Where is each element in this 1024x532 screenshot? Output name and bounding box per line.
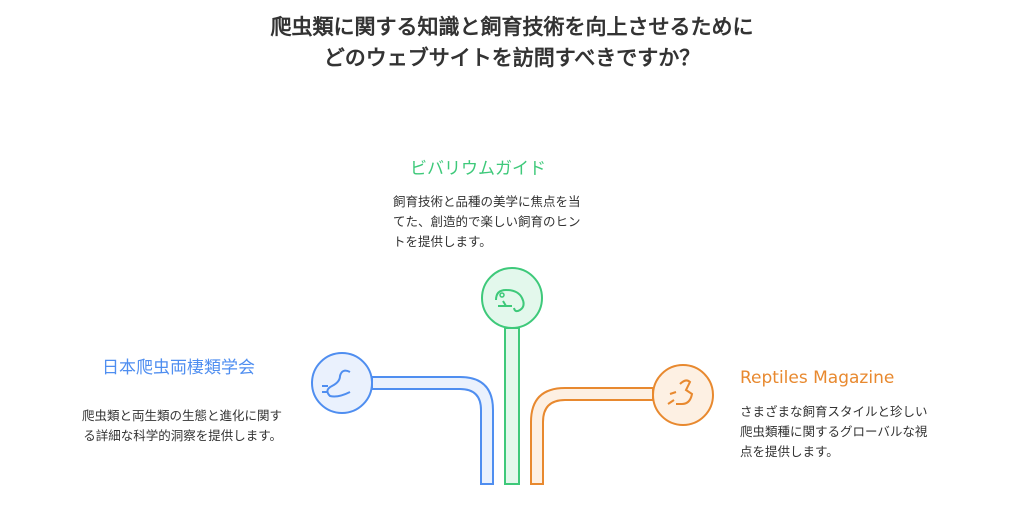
desc-line: 爬虫類と両生類の生態と進化に関す <box>81 408 282 423</box>
desc-line: てた、創造的で楽しい飼育のヒン <box>393 214 581 229</box>
option-desc-reptiles-magazine: さまざまな飼育スタイルと珍しい 爬虫類種に関するグローバルな視 点を提供します。 <box>740 402 928 462</box>
title-line: 爬虫類に関する知識と飼育技術を向上させるために <box>270 15 754 39</box>
option-desc-herpetological-society: 爬虫類と両生類の生態と進化に関す る詳細な科学的洞察を提供します。 <box>42 406 282 446</box>
desc-line: 飼育技術と品種の美学に焦点を当 <box>393 194 581 209</box>
snake-icon <box>311 352 373 414</box>
page-title: 爬虫類に関する知識と飼育技術を向上させるために どのウェブサイトを訪問すべきです… <box>0 12 1024 74</box>
option-title-vivarium-guide: ビバリウムガイド <box>410 159 546 179</box>
option-desc-vivarium-guide: 飼育技術と品種の美学に焦点を当 てた、創造的で楽しい飼育のヒン トを提供します。 <box>393 192 581 252</box>
blue-connector <box>371 376 494 485</box>
option-title-reptiles-magazine: Reptiles Magazine <box>740 368 895 388</box>
desc-line: 爬虫類種に関するグローバルな視 <box>740 424 928 439</box>
desc-line: 点を提供します。 <box>740 444 839 459</box>
option-title-herpetological-society: 日本爬虫両棲類学会 <box>102 358 255 378</box>
desc-line: さまざまな飼育スタイルと珍しい <box>740 404 928 419</box>
desc-line: トを提供します。 <box>393 234 492 249</box>
chameleon-icon <box>481 267 543 329</box>
dinosaur-icon <box>652 364 714 426</box>
desc-line: る詳細な科学的洞察を提供します。 <box>83 428 282 443</box>
title-line: どのウェブサイトを訪問すべきですか？ <box>323 46 701 70</box>
green-connector <box>504 327 520 485</box>
orange-connector <box>530 387 654 485</box>
